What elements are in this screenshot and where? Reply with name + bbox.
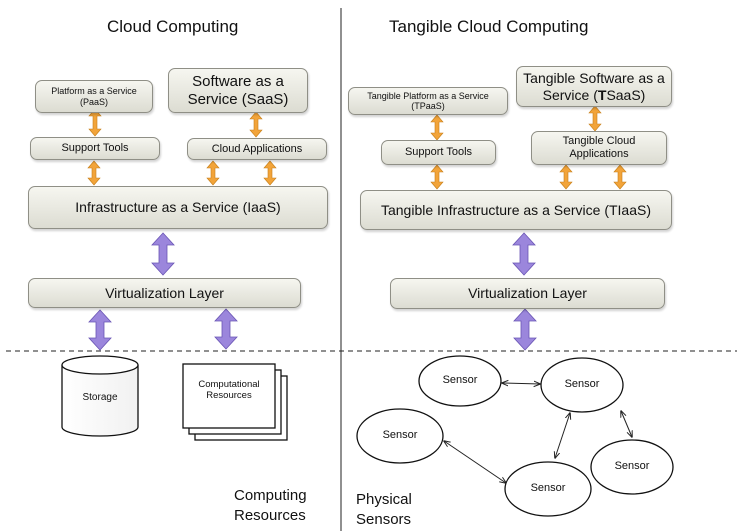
computational-resources-stack (182, 363, 288, 441)
orange-arrow-tsaas-apps (588, 105, 602, 132)
tangible-cloud-applications-label: Tangible Cloud Applications (562, 135, 636, 160)
orange-arrow-apps-tiaas-left (559, 164, 573, 190)
storage-cylinder (61, 355, 139, 437)
support-tools-box-right: Support Tools (381, 140, 496, 165)
purple-arrow-iaas-virtualization (151, 232, 175, 276)
sensor-link-1-2 (502, 383, 540, 384)
tsaas-box: Tangible Software as a Service (TSaaS) (516, 66, 672, 107)
sensor-node-3 (356, 408, 444, 464)
physical-sensors-caption-line2: Sensors (356, 511, 412, 528)
orange-arrow-saas-apps (249, 111, 263, 138)
sensor-label-1: Sensor (442, 374, 478, 386)
orange-arrow-apps-tiaas-right (613, 164, 627, 190)
tiaas-box: Tangible Infrastructure as a Service (TI… (360, 190, 672, 230)
sensor-label-5: Sensor (614, 460, 650, 472)
cloud-applications-label: Cloud Applications (211, 142, 303, 155)
computing-resources-caption: Computing Resources (234, 486, 307, 526)
left-title: Cloud Computing (107, 17, 239, 36)
sensor-link-3-4 (444, 441, 506, 483)
tiaas-label: Tangible Infrastructure as a Service (TI… (380, 201, 651, 218)
sensor-node-2 (540, 357, 624, 413)
sensor-node-1 (418, 355, 502, 407)
computing-resources-caption-line1: Computing (234, 487, 307, 504)
purple-arrow-virtualization-sensors (513, 308, 537, 351)
virtualization-box-left: Virtualization Layer (28, 278, 301, 308)
sensor-node-5 (590, 439, 674, 495)
tpaas-box: Tangible Platform as a Service (TPaaS) (348, 87, 508, 115)
sensor-link-2-4 (555, 413, 570, 458)
purple-arrow-virtualization-computational (214, 308, 238, 350)
sensor-label-3: Sensor (382, 429, 418, 441)
tpaas-label: Tangible Platform as a Service (TPaaS) (367, 90, 489, 111)
computational-resources-label: Computational Resources (198, 379, 260, 402)
support-tools-label-right: Support Tools (404, 146, 473, 159)
orange-arrow-tpaas-support (430, 114, 444, 141)
tsaas-label-bold: T (597, 86, 607, 103)
purple-arrow-tiaas-virtualization (512, 232, 536, 276)
sensor-link-2-5 (621, 411, 632, 437)
virtualization-label-left: Virtualization Layer (105, 284, 224, 301)
saas-box: Software as a Service (SaaS) (168, 68, 308, 113)
paas-box: Platform as a Service (PaaS) (35, 80, 153, 113)
tangible-cloud-applications-box: Tangible Cloud Applications (531, 131, 667, 165)
orange-arrow-support-iaas (87, 160, 101, 186)
orange-arrow-paas-support (88, 108, 102, 137)
right-title: Tangible Cloud Computing (389, 17, 589, 36)
orange-arrow-support-tiaas (430, 164, 444, 190)
computing-resources-caption-line2: Resources (234, 507, 306, 524)
support-tools-box-left: Support Tools (30, 137, 160, 160)
tsaas-label-prefix: Tangible Software as a Service ( (523, 70, 665, 103)
cloud-applications-box: Cloud Applications (187, 138, 327, 160)
physical-sensors-caption-line1: Physical (356, 491, 412, 508)
iaas-label: Infrastructure as a Service (IaaS) (75, 199, 281, 216)
virtualization-box-right: Virtualization Layer (390, 278, 665, 309)
support-tools-label-left: Support Tools (61, 142, 129, 155)
physical-sensors-caption: Physical Sensors (356, 490, 412, 530)
sensor-node-4 (504, 461, 592, 517)
sensor-label-2: Sensor (564, 378, 600, 390)
orange-arrow-apps-iaas-right (263, 160, 277, 186)
purple-arrow-virtualization-storage (88, 309, 112, 351)
paas-label: Platform as a Service (PaaS) (51, 86, 137, 107)
orange-arrow-apps-iaas-left (206, 160, 220, 186)
iaas-box: Infrastructure as a Service (IaaS) (28, 186, 328, 229)
storage-label: Storage (82, 392, 118, 403)
sensor-label-4: Sensor (530, 482, 566, 494)
tsaas-label-suffix: SaaS) (606, 86, 646, 103)
tsaas-label: Tangible Software as a Service (TSaaS) (520, 70, 668, 102)
saas-label: Software as a Service (SaaS) (187, 73, 289, 108)
virtualization-label-right: Virtualization Layer (468, 285, 587, 302)
